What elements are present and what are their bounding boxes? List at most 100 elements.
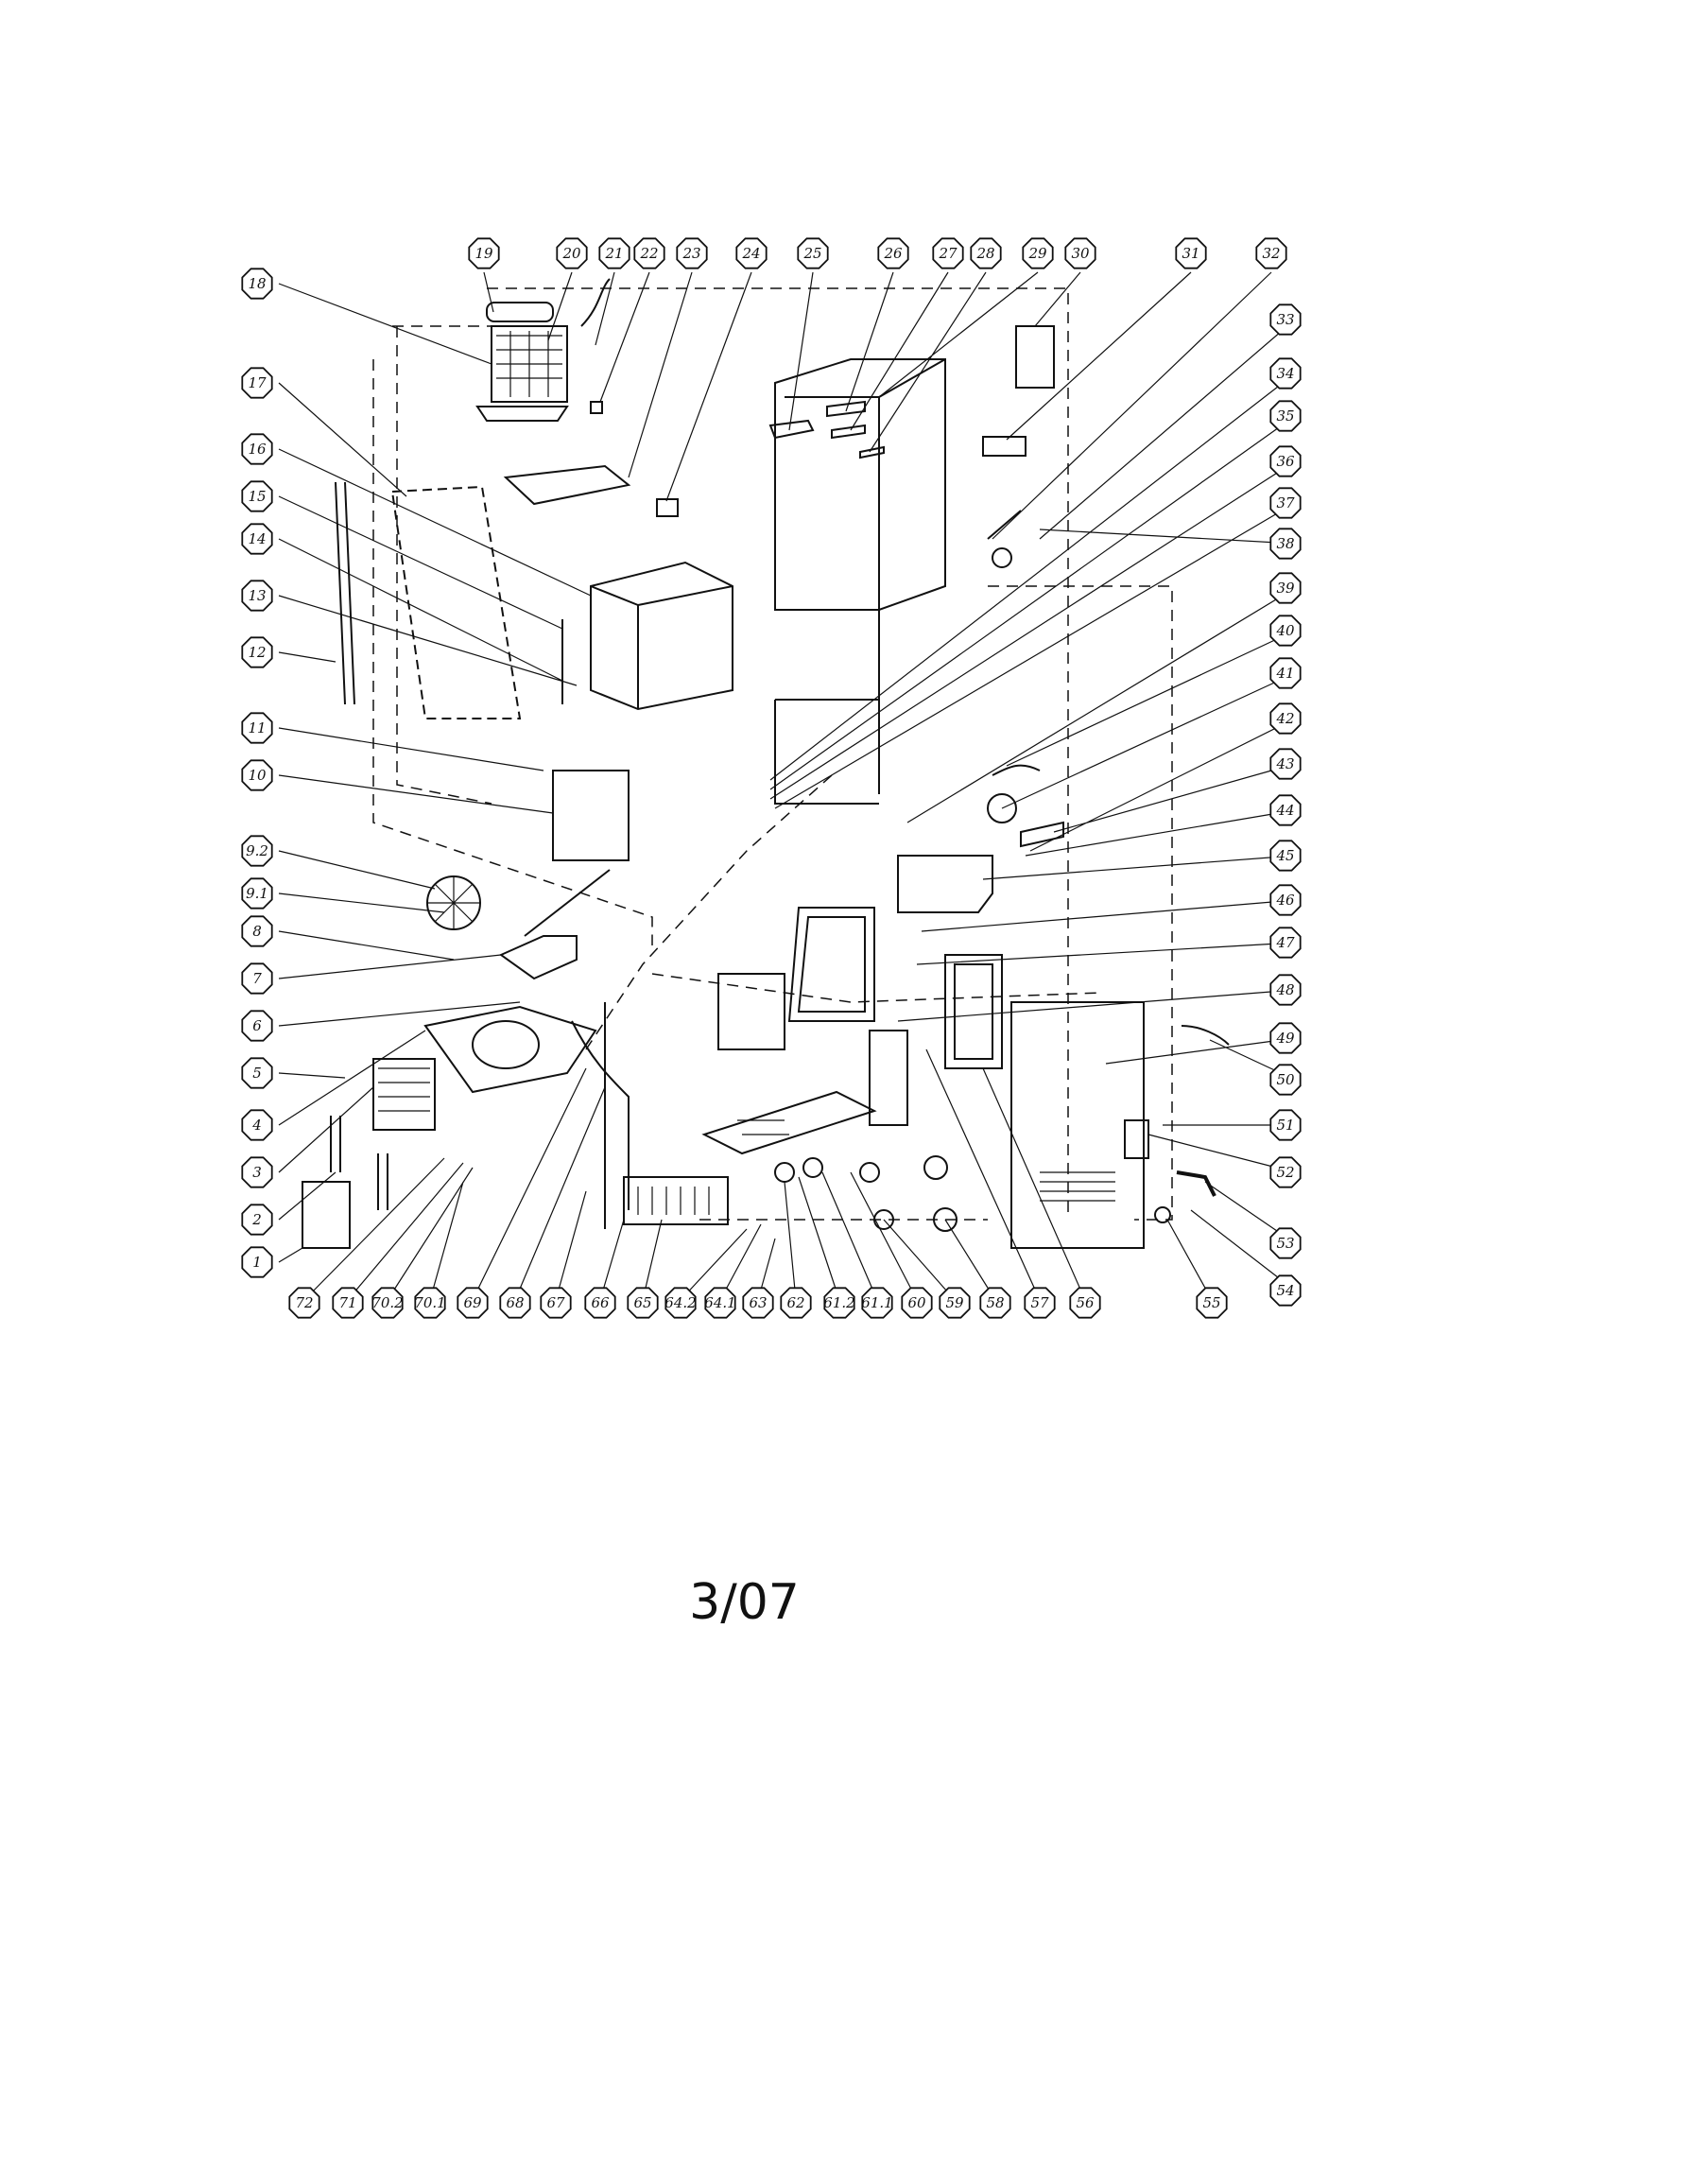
svg-text:9.1: 9.1 (246, 885, 268, 902)
svg-text:52: 52 (1276, 1164, 1294, 1181)
condenser-fan (426, 875, 481, 930)
svg-text:6: 6 (252, 1017, 262, 1034)
callout-2: 2 (241, 1204, 273, 1236)
callout-24: 24 (735, 237, 768, 269)
svg-text:27: 27 (938, 245, 958, 262)
svg-text:57: 57 (1030, 1294, 1049, 1311)
callout-62: 62 (780, 1287, 812, 1319)
svg-text:67: 67 (546, 1294, 565, 1311)
svg-text:34: 34 (1276, 365, 1294, 382)
front-brackets (302, 1116, 388, 1249)
svg-text:3: 3 (252, 1164, 262, 1181)
door-frames (717, 907, 1003, 1126)
svg-text:68: 68 (506, 1294, 524, 1311)
callout-6: 6 (241, 1010, 273, 1042)
callout-56: 56 (1069, 1287, 1101, 1319)
callout-34: 34 (1269, 357, 1302, 390)
page-code-label: 3/07 (689, 1574, 800, 1631)
svg-text:39: 39 (1276, 580, 1295, 597)
svg-text:16: 16 (248, 441, 267, 458)
svg-text:64.2: 64.2 (664, 1294, 696, 1311)
callout-66: 66 (584, 1287, 616, 1319)
svg-text:54: 54 (1276, 1282, 1294, 1299)
svg-text:8: 8 (252, 923, 262, 940)
callout-68: 68 (499, 1287, 531, 1319)
svg-text:4: 4 (251, 1117, 262, 1134)
left-panels (335, 481, 733, 719)
callout-67: 67 (540, 1287, 572, 1319)
drain-tray-and-back-panel (897, 764, 1145, 1249)
callout-69: 69 (457, 1287, 489, 1319)
switch-brackets (768, 400, 885, 459)
callout-43: 43 (1269, 748, 1302, 780)
drain-fittings (1124, 1025, 1230, 1223)
callout-57: 57 (1024, 1287, 1056, 1319)
callout-35: 35 (1269, 400, 1302, 432)
callout-8: 8 (241, 915, 273, 947)
svg-text:41: 41 (1275, 665, 1294, 682)
svg-text:72: 72 (295, 1294, 313, 1311)
svg-text:42: 42 (1275, 710, 1294, 727)
callout-18: 18 (241, 268, 273, 300)
callout-59: 59 (939, 1287, 971, 1319)
svg-text:55: 55 (1202, 1294, 1220, 1311)
assembly-guide-lines (372, 287, 1173, 1221)
svg-text:14: 14 (248, 530, 266, 547)
callout-50: 50 (1269, 1064, 1302, 1096)
callout-36: 36 (1269, 445, 1302, 477)
compressor-assembly (372, 935, 597, 1131)
callout-16: 16 (241, 433, 273, 465)
base-and-casters (701, 1090, 958, 1232)
svg-text:17: 17 (248, 374, 267, 391)
svg-text:69: 69 (463, 1294, 482, 1311)
refrigerant-tubing (524, 869, 630, 1229)
callout-26: 26 (877, 237, 909, 269)
callout-61-1: 61.1 (861, 1287, 893, 1319)
svg-text:7: 7 (252, 970, 262, 987)
svg-text:58: 58 (986, 1294, 1004, 1311)
cabinet-liner (774, 358, 946, 805)
svg-text:24: 24 (741, 245, 760, 262)
callout-11: 11 (241, 712, 273, 744)
callout-20: 20 (556, 237, 588, 269)
svg-text:40: 40 (1275, 622, 1295, 639)
svg-text:13: 13 (248, 587, 266, 604)
callout-12: 12 (241, 636, 273, 668)
callout-64-2: 64.2 (664, 1287, 697, 1319)
svg-text:25: 25 (802, 245, 821, 262)
ice-maker-assembly (475, 278, 611, 422)
callout-21: 21 (598, 237, 630, 269)
svg-text:59: 59 (945, 1294, 964, 1311)
callout-44: 44 (1269, 794, 1302, 826)
svg-text:36: 36 (1276, 453, 1295, 470)
svg-text:15: 15 (248, 488, 266, 505)
callout-27: 27 (932, 237, 964, 269)
svg-text:71: 71 (338, 1294, 356, 1311)
svg-text:43: 43 (1275, 755, 1294, 772)
callout-58: 58 (979, 1287, 1011, 1319)
svg-text:70.2: 70.2 (371, 1294, 403, 1311)
callout-28: 28 (970, 237, 1002, 269)
callout-29: 29 (1022, 237, 1054, 269)
callout-9-2: 9.2 (241, 835, 273, 867)
callout-42: 42 (1269, 702, 1302, 735)
svg-text:50: 50 (1276, 1071, 1295, 1088)
callout-17: 17 (241, 367, 273, 399)
callout-3: 3 (241, 1156, 273, 1188)
svg-text:64.1: 64.1 (704, 1294, 735, 1311)
svg-text:31: 31 (1182, 245, 1199, 262)
callout-1: 1 (241, 1246, 273, 1278)
svg-text:48: 48 (1275, 981, 1294, 998)
svg-text:28: 28 (975, 245, 994, 262)
svg-text:33: 33 (1276, 311, 1294, 328)
callout-14: 14 (241, 523, 273, 555)
svg-text:19: 19 (474, 245, 493, 262)
svg-text:21: 21 (604, 245, 623, 262)
callout-45: 45 (1269, 840, 1302, 872)
callout-63: 63 (742, 1287, 774, 1319)
callout-70-1: 70.1 (414, 1287, 446, 1319)
callout-55: 55 (1196, 1287, 1228, 1319)
svg-text:20: 20 (561, 245, 581, 262)
callout-65: 65 (627, 1287, 659, 1319)
